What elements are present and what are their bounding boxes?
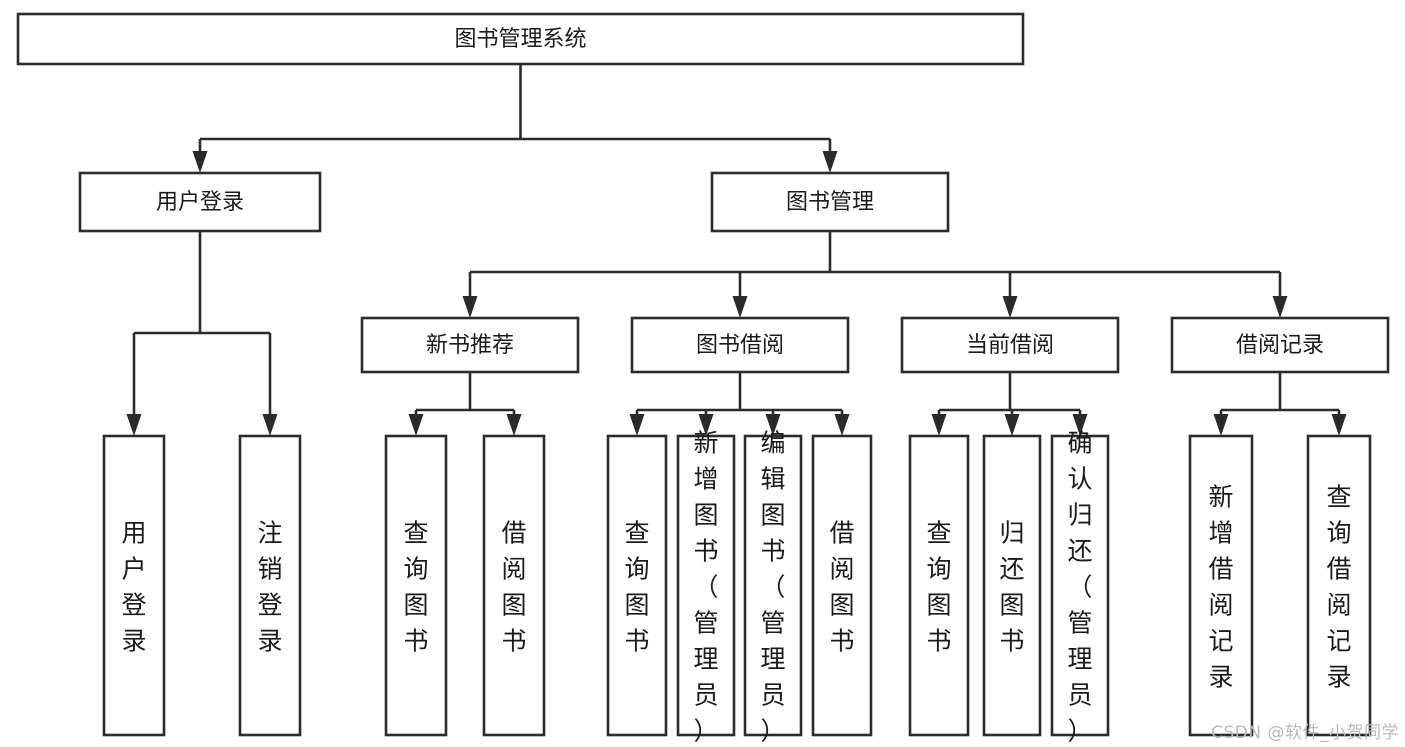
level2-node-1[interactable]: 图书管理 [710,171,950,233]
csdn-watermark: CSDN @软件_小贺同学 [1211,723,1399,743]
node-label: 查询借阅记录 [1326,483,1351,692]
node-label: 查询图书 [403,519,428,656]
node-boxes: 图书管理系统用户登录图书管理新书推荐图书借阅当前借阅借阅记录用户登录注销登录查询… [16,12,1390,746]
leaf-node-7[interactable]: 借阅图书 [811,434,873,737]
leaf-node-8[interactable]: 查询图书 [908,434,970,737]
arrow-connector [506,410,522,436]
leaf-node-3[interactable]: 借阅图书 [482,434,546,737]
node-rect [482,434,546,737]
arrow-connector [1331,410,1347,436]
node-label: 图书借阅 [696,333,784,358]
node-label: 注销登录 [257,519,282,656]
leaf-node-1[interactable]: 注销登录 [238,434,302,737]
leaf-node-9[interactable]: 归还图书 [982,434,1042,737]
node-rect [384,434,448,737]
node-label: 查询图书 [624,519,649,656]
leaf-node-11[interactable]: 新增借阅记录 [1188,434,1254,737]
leaf-node-2[interactable]: 查询图书 [384,434,448,737]
node-label: 确认归还（管理员） [1067,429,1092,746]
node-rect [900,316,1120,374]
node-label: 当前借阅 [966,333,1054,358]
arrow-connector [462,272,478,318]
arrow-connector [822,139,838,173]
arrow-connector [192,139,208,173]
node-label: 借阅记录 [1236,333,1324,358]
level3-node-2[interactable]: 当前借阅 [900,316,1120,374]
arrow-connector [408,410,424,436]
node-rect [982,434,1042,737]
node-rect [1170,316,1390,374]
node-label: 新增借阅记录 [1208,483,1233,692]
arrow-connector [834,410,850,436]
node-rect [1306,434,1372,737]
arrow-connector [1272,272,1288,318]
node-rect [238,434,302,737]
arrow-connector [1002,272,1018,318]
arrow-connector [931,410,947,436]
node-label: 归还图书 [999,519,1024,656]
level3-node-3[interactable]: 借阅记录 [1170,316,1390,374]
arrow-connector [126,333,142,436]
arrow-connector [1213,410,1229,436]
level2-node-0[interactable]: 用户登录 [78,171,322,233]
leaf-node-0[interactable]: 用户登录 [102,434,166,737]
node-label: 用户登录 [121,519,146,656]
node-label: 编辑图书（管理员） [760,429,785,746]
arrow-connector [698,410,714,436]
leaf-node-4[interactable]: 查询图书 [606,434,668,737]
node-label: 借阅图书 [829,519,854,656]
node-rect [811,434,873,737]
node-rect [630,316,850,374]
node-rect [1188,434,1254,737]
leaf-node-6[interactable]: 编辑图书（管理员） [743,429,803,746]
leaf-node-12[interactable]: 查询借阅记录 [1306,434,1372,737]
node-rect [908,434,970,737]
node-label: 查询图书 [926,519,951,656]
node-rect [710,171,950,233]
node-rect [78,171,322,233]
level3-node-1[interactable]: 图书借阅 [630,316,850,374]
node-label: 图书管理 [786,190,874,215]
node-label: 图书管理系统 [454,27,586,52]
node-rect [1050,434,1110,737]
node-rect [676,434,736,737]
arrow-connector [765,410,781,436]
arrow-connector [1072,410,1088,436]
node-rect [360,316,580,374]
node-rect [16,12,1025,66]
node-rect [606,434,668,737]
leaf-node-5[interactable]: 新增图书（管理员） [676,429,736,746]
node-label: 借阅图书 [501,519,526,656]
connector-lines [126,64,1347,436]
arrow-connector [1004,410,1020,436]
root-node-book-management-system[interactable]: 图书管理系统 [16,12,1025,66]
node-rect [102,434,166,737]
node-rect [743,434,803,737]
leaf-node-10[interactable]: 确认归还（管理员） [1050,429,1110,746]
arrow-connector [262,333,278,436]
level3-node-0[interactable]: 新书推荐 [360,316,580,374]
arrow-connector [732,272,748,318]
node-label: 用户登录 [156,190,244,215]
node-label: 新增图书（管理员） [693,429,718,746]
node-label: 新书推荐 [426,333,514,358]
arrow-connector [629,410,645,436]
